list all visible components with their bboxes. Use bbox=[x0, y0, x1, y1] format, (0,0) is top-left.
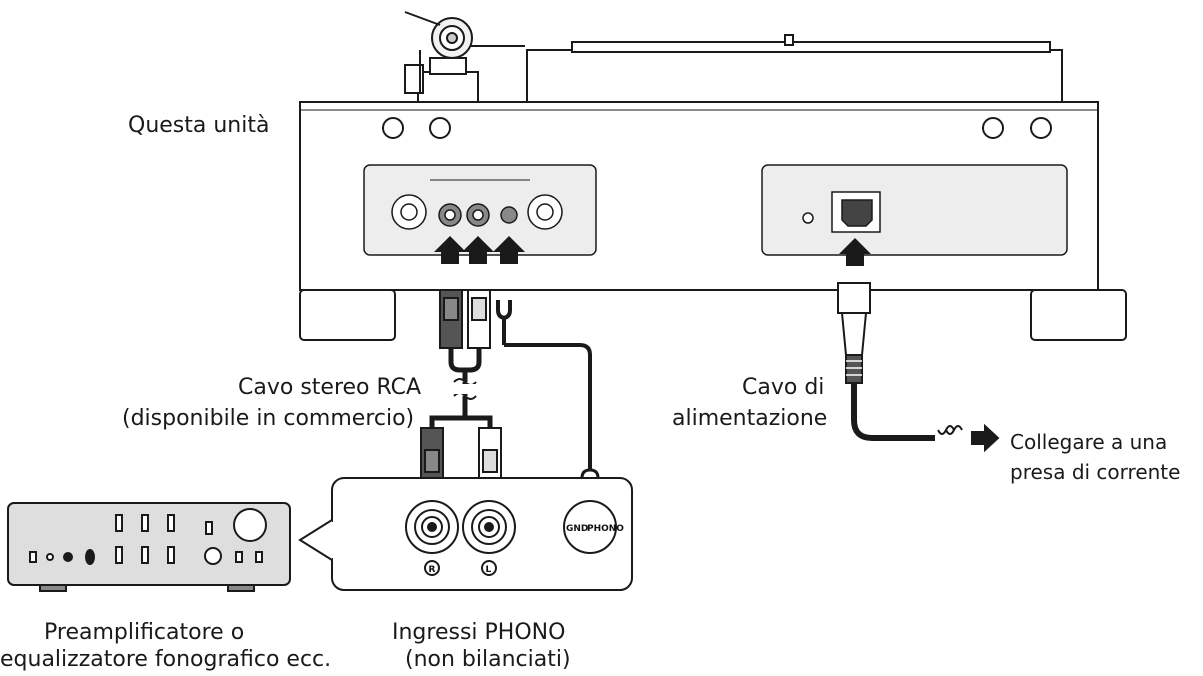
foot bbox=[1030, 289, 1127, 341]
output-panel bbox=[363, 164, 597, 256]
arrow-up-icon bbox=[434, 236, 466, 264]
rca-cable bbox=[420, 289, 502, 487]
phono-inputs-label-1: Ingressi PHONO bbox=[392, 620, 566, 645]
preamplifier bbox=[7, 502, 291, 592]
phono-label: PHONO bbox=[587, 524, 624, 534]
ground-wire bbox=[496, 300, 600, 490]
outlet-label-1: Collegare a una bbox=[1010, 430, 1168, 454]
phono-inputs-label-2: (non bilanciati) bbox=[405, 647, 571, 672]
outlet-label-2: presa di corrente bbox=[1010, 460, 1181, 484]
arrow-up-icon bbox=[493, 236, 525, 264]
screw bbox=[1030, 117, 1052, 139]
volume-knob bbox=[233, 508, 267, 542]
preamp-label-1: Preamplificatore o bbox=[44, 620, 245, 645]
preamp-label-2: equalizzatore fonografico ecc. bbox=[0, 647, 332, 672]
jack-label-r: R bbox=[429, 565, 436, 575]
standby-indicator bbox=[802, 212, 814, 224]
screw bbox=[429, 117, 451, 139]
power-panel bbox=[761, 164, 1068, 256]
connection-arrows bbox=[434, 236, 871, 266]
power-cable-label-1: Cavo di bbox=[742, 375, 825, 400]
jack-label-l: L bbox=[486, 565, 492, 575]
screw bbox=[982, 117, 1004, 139]
arrow-up-icon bbox=[839, 238, 871, 266]
gnd-terminal bbox=[500, 206, 518, 224]
power-cable-label-2: alimentazione bbox=[672, 406, 828, 431]
phono-input-box bbox=[298, 477, 633, 591]
tonearm bbox=[404, 11, 525, 103]
gnd-phono-terminal bbox=[563, 500, 617, 554]
rca-cable-label-2: (disponibile in commercio) bbox=[122, 406, 415, 431]
arrow-up-icon bbox=[462, 236, 494, 264]
arrow-right-icon bbox=[971, 423, 1000, 453]
rca-cable-label-1: Cavo stereo RCA bbox=[238, 375, 422, 400]
power-cable bbox=[837, 282, 1000, 453]
screw bbox=[382, 117, 404, 139]
gnd-label: GND bbox=[566, 524, 588, 534]
unit-label: Questa unità bbox=[128, 113, 270, 138]
foot bbox=[299, 289, 396, 341]
